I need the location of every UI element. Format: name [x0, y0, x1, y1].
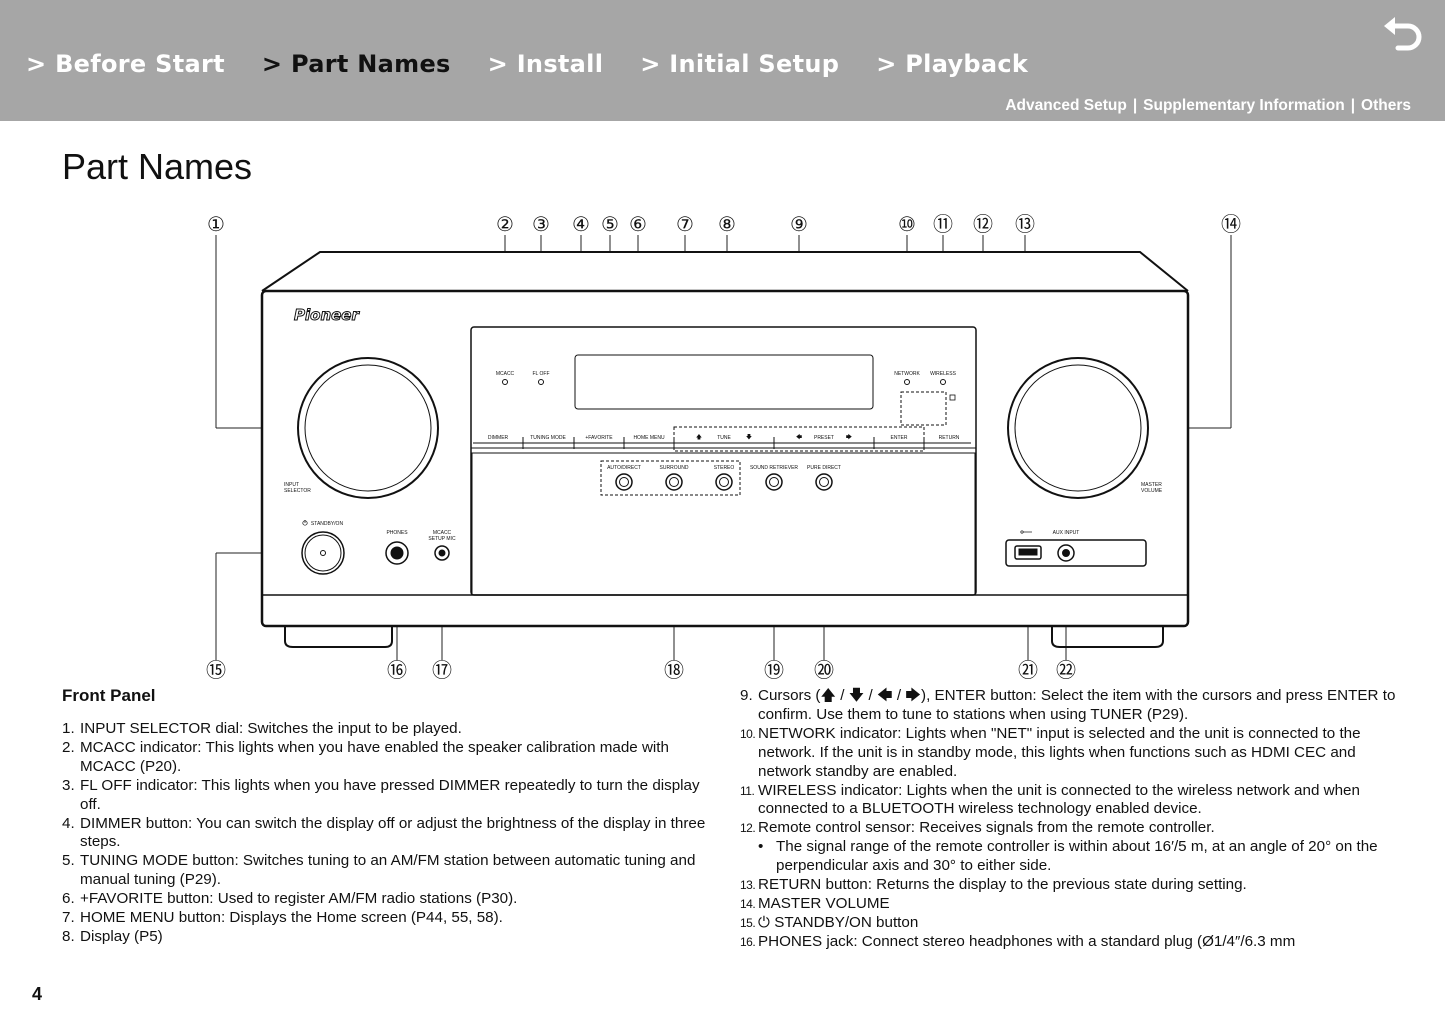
list-item: 16.PHONES jack: Connect stereo headphone… [740, 932, 1296, 950]
remote-sensor-icon [949, 394, 956, 401]
label-enter: ENTER [891, 435, 908, 441]
list-item: 10.NETWORK indicator: Lights when "NET" … [740, 724, 1361, 780]
label-dimmer: DIMMER [488, 435, 509, 441]
list-item: 8.Display (P5) [62, 927, 163, 945]
label-wireless: WIRELESS [930, 371, 957, 377]
list-item: 15.⏻ STANDBY/ON button [740, 913, 919, 931]
callout-15: ⑮ [206, 659, 226, 682]
callout-18: ⑱ [664, 659, 684, 682]
label-return: RETURN [939, 435, 960, 441]
callout-6: ⑥ [629, 214, 647, 236]
callout-20: ⑳ [814, 659, 834, 682]
callout-12: ⑫ [973, 213, 993, 236]
label-tuning-mode: TUNING MODE [530, 435, 566, 441]
label-master-volume-1: MASTER [1141, 482, 1162, 488]
callout-13: ⑬ [1015, 213, 1035, 236]
label-pure-direct: PURE DIRECT [807, 465, 841, 471]
label-sound-retriever: SOUND RETRIEVER [750, 465, 798, 471]
receiver-body [260, 251, 1190, 648]
main-nav: > Before Start > Part Names > Install > … [26, 50, 1065, 78]
list-item: 3.FL OFF indicator: This lights when you… [62, 776, 700, 813]
list-item: 12.Remote control sensor: Receives signa… [740, 819, 1215, 837]
list-item: 6.+FAVORITE button: Used to register AM/… [62, 890, 518, 908]
front-panel-diagram: ① ② ③ ④ ⑤ ⑥ ⑦ ⑧ ⑨ ⑩ ⑪ ⑫ ⑬ ⑭ ⑮ ⑯ ⑰ ⑱ ⑲ ⑳ … [206, 213, 1241, 682]
callout-9: ⑨ [790, 214, 808, 236]
callout-14: ⑭ [1221, 213, 1241, 236]
header-bar: > Before Start > Part Names > Install > … [0, 0, 1445, 121]
nav-before-start[interactable]: > Before Start [26, 50, 225, 78]
pioneer-logo: Pioneer [294, 306, 360, 324]
label-mcacc: MCACC [496, 371, 515, 377]
list-item: 14.MASTER VOLUME [740, 894, 890, 912]
panel-labels: MCACC FL OFF NETWORK WIRELESS DIMMER TUN… [311, 371, 1079, 542]
callout-10: ⑩ [898, 214, 916, 236]
left-description-list: 1.INPUT SELECTOR dial: Switches the inpu… [62, 720, 712, 947]
arrow-right-icon: 🡆 [846, 433, 852, 441]
arrow-up-icon: 🡅 [696, 434, 702, 441]
label-network: NETWORK [894, 371, 920, 377]
subnav-others[interactable]: Others [1361, 97, 1411, 114]
label-tune: TUNE [717, 435, 731, 441]
label-home-menu: HOME MENU [633, 435, 665, 441]
page-number: 4 [32, 984, 43, 1004]
subnav-advanced-setup[interactable]: Advanced Setup [1005, 97, 1127, 114]
arrow-down-icon: 🡇 [746, 434, 752, 441]
label-input-selector-1: INPUT [284, 482, 299, 488]
label-input-selector-2: SELECTOR [284, 488, 311, 494]
sub-nav: Advanced Setup | Supplementary Information… [1005, 97, 1411, 115]
label-fl-off: FL OFF [532, 371, 549, 377]
dial-labels: INPUT SELECTOR MASTER VOLUME [284, 482, 1163, 494]
list-item: 1.INPUT SELECTOR dial: Switches the inpu… [62, 720, 462, 737]
label-stereo: STEREO [714, 465, 735, 471]
callouts-bottom: ⑮ ⑯ ⑰ ⑱ ⑲ ⑳ ㉑ ㉒ [206, 659, 1076, 682]
label-aux-input: AUX INPUT [1053, 530, 1080, 536]
label-mcacc-mic-2: SETUP MIC [428, 536, 456, 542]
right-description-list: 9.Cursors (🡅 / 🡇 / 🡄 / 🡆), ENTER button:… [740, 687, 1400, 952]
subnav-supplementary-information[interactable]: Supplementary Information [1143, 97, 1345, 114]
callout-11: ⑪ [933, 213, 953, 236]
subnav-separator: | [1132, 97, 1138, 114]
return-arrow-icon[interactable] [1380, 14, 1426, 56]
label-favorite: +FAVORITE [585, 435, 613, 441]
callout-16: ⑯ [387, 659, 407, 682]
subnav-separator: | [1350, 97, 1356, 114]
label-standby-on: STANDBY/ON [311, 521, 344, 527]
label-auto-direct: AUTO/DIRECT [607, 465, 641, 471]
callout-8: ⑧ [718, 214, 736, 236]
standby-power-icon [302, 520, 308, 526]
callout-1: ① [207, 214, 225, 236]
list-item: 11.WIRELESS indicator: Lights when the u… [740, 781, 1360, 818]
list-item: 9.Cursors (🡅 / 🡇 / 🡄 / 🡆), ENTER button:… [740, 687, 1396, 723]
cursor-arrows: 🡅 🡇 🡄 🡆 [696, 433, 852, 441]
usb-icon [1020, 530, 1032, 534]
list-item-bullet: •The signal range of the remote controll… [758, 838, 1378, 875]
label-phones: PHONES [386, 530, 408, 536]
nav-playback[interactable]: > Playback [876, 50, 1029, 78]
list-item: 5.TUNING MODE button: Switches tuning to… [62, 852, 696, 889]
callout-17: ⑰ [432, 659, 452, 682]
list-item: 13.RETURN button: Returns the display to… [740, 876, 1247, 894]
label-surround: SURROUND [660, 465, 689, 471]
label-mcacc-mic-1: MCACC [433, 530, 452, 536]
nav-part-names[interactable]: > Part Names [261, 50, 451, 78]
callout-7: ⑦ [676, 214, 694, 236]
callout-22: ㉒ [1056, 659, 1076, 682]
callouts-top: ① ② ③ ④ ⑤ ⑥ ⑦ ⑧ ⑨ ⑩ ⑪ ⑫ ⑬ ⑭ [207, 213, 1241, 236]
label-preset: PRESET [814, 435, 834, 441]
nav-install[interactable]: > Install [487, 50, 604, 78]
callout-19: ⑲ [764, 659, 784, 682]
page-title: Part Names [62, 146, 253, 187]
callout-3: ③ [532, 214, 550, 236]
list-item: 7.HOME MENU button: Displays the Home sc… [62, 909, 503, 927]
label-master-volume-2: VOLUME [1141, 488, 1163, 494]
nav-initial-setup[interactable]: > Initial Setup [640, 50, 840, 78]
callout-21: ㉑ [1018, 659, 1038, 682]
callout-5: ⑤ [601, 214, 619, 236]
list-item: 2.MCACC indicator: This lights when you … [62, 738, 669, 775]
list-item: 4.DIMMER button: You can switch the disp… [62, 814, 706, 851]
callout-4: ④ [572, 214, 590, 236]
callout-2: ② [496, 214, 514, 236]
arrow-left-icon: 🡄 [796, 433, 802, 441]
front-panel-heading: Front Panel [62, 686, 156, 705]
